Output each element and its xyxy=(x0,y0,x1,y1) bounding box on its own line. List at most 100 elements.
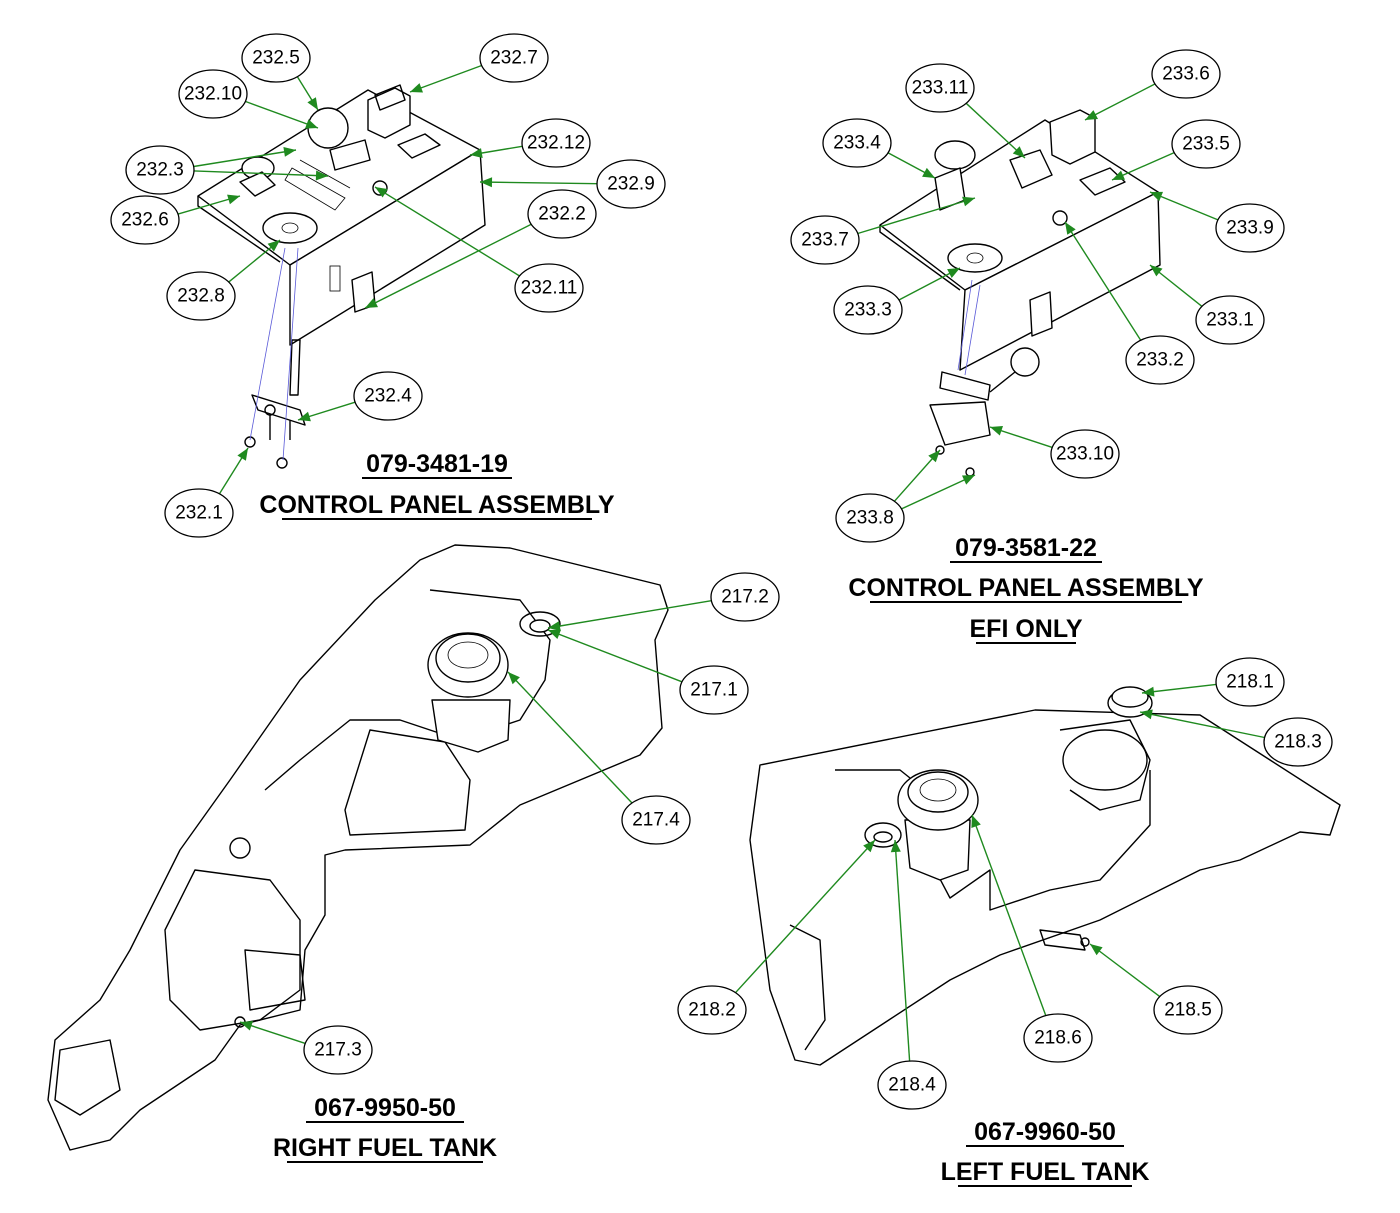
callout-bubble xyxy=(1195,295,1265,345)
callout-bubble xyxy=(241,33,311,83)
callout-label: 233.7 xyxy=(801,230,849,251)
callout-label: 233.6 xyxy=(1162,64,1210,85)
callout-218-5: 218.5 xyxy=(1153,985,1223,1035)
callout-233-5: 233.5 xyxy=(1171,119,1241,169)
callout-bubble xyxy=(905,63,975,113)
callout-bubble xyxy=(833,285,903,335)
callout-218-1: 218.1 xyxy=(1215,657,1285,707)
title-right-tank-name: RIGHT FUEL TANK xyxy=(273,1134,497,1162)
callout-bubble xyxy=(303,1025,373,1075)
callout-bubble xyxy=(1263,717,1333,767)
leader-arrowhead xyxy=(1150,191,1163,202)
left-fuel-tank-drawing xyxy=(749,686,1341,1066)
leader-arrowhead xyxy=(947,268,960,278)
leader-line xyxy=(1064,221,1142,341)
leader-arrowhead xyxy=(470,148,483,158)
callout-label: 233.2 xyxy=(1136,350,1184,371)
callout-label: 233.3 xyxy=(844,300,892,321)
callout-233-8: 233.8 xyxy=(835,493,905,543)
callout-232-8: 232.8 xyxy=(166,271,236,321)
title-left-tank-name: LEFT FUEL TANK xyxy=(941,1158,1150,1186)
leader-line xyxy=(479,181,598,185)
title-left-tank-part-number: 067-9960-50 xyxy=(974,1118,1116,1146)
leader-line xyxy=(1141,683,1217,694)
leader-arrowhead xyxy=(315,170,328,181)
callout-label: 218.6 xyxy=(1034,1028,1082,1049)
leader-arrowhead xyxy=(1065,222,1076,235)
callout-label: 218.3 xyxy=(1274,732,1322,753)
callout-bubble xyxy=(164,488,234,538)
callout-label: 232.4 xyxy=(364,386,412,407)
leader-line xyxy=(965,102,1026,159)
leader-line xyxy=(245,100,319,129)
callout-label: 232.9 xyxy=(607,174,655,195)
callout-232-5: 232.5 xyxy=(241,33,311,83)
leader-line xyxy=(1149,191,1219,221)
callout-label: 233.10 xyxy=(1056,444,1114,465)
callout-label: 232.3 xyxy=(136,160,184,181)
callout-bubble xyxy=(1215,203,1285,253)
title-cp22-part-number: 079-3581-22 xyxy=(955,534,1097,562)
leader-line xyxy=(1089,943,1161,998)
callout-label: 233.9 xyxy=(1226,218,1274,239)
leader-line xyxy=(971,814,1047,1016)
leader-arrowhead xyxy=(548,621,561,631)
callout-bubble xyxy=(1153,985,1223,1035)
title-cp19-name: CONTROL PANEL ASSEMBLY xyxy=(259,491,614,519)
callout-label: 217.4 xyxy=(632,810,680,831)
leader-arrowhead xyxy=(410,83,423,93)
leader-arrowhead xyxy=(298,411,311,422)
callout-label: 233.5 xyxy=(1182,134,1230,155)
leader-arrowhead xyxy=(1112,170,1125,180)
title-right-tank-part-number: 067-9950-50 xyxy=(314,1094,456,1122)
leader-arrowhead xyxy=(922,167,935,178)
callout-bubble xyxy=(1023,1013,1093,1063)
leader-line xyxy=(193,170,329,177)
callout-label: 232.6 xyxy=(121,210,169,231)
leader-arrowhead xyxy=(990,426,1003,436)
leader-arrowhead xyxy=(365,298,378,308)
callout-bubble xyxy=(521,118,591,168)
callout-233-6: 233.6 xyxy=(1151,49,1221,99)
callout-bubble xyxy=(822,118,892,168)
callout-bubble xyxy=(1125,335,1195,385)
leader-arrowhead xyxy=(863,840,875,853)
callout-label: 233.11 xyxy=(912,78,969,99)
callout-bubble xyxy=(178,69,248,119)
callout-232-7: 232.7 xyxy=(479,33,549,83)
leader-arrowhead xyxy=(962,196,975,207)
callout-bubble xyxy=(479,33,549,83)
leader-arrowhead xyxy=(928,450,940,463)
leader-line xyxy=(857,197,976,235)
title-cp22-efi-only: EFI ONLY xyxy=(970,615,1083,643)
title-cp22-name: CONTROL PANEL ASSEMBLY xyxy=(848,574,1203,602)
callout-233-11: 233.11 xyxy=(905,63,975,113)
leader-lines xyxy=(177,64,1265,1062)
callout-217-3: 217.3 xyxy=(303,1025,373,1075)
callout-bubble xyxy=(353,371,423,421)
leader-arrowhead xyxy=(1012,146,1025,158)
leader-arrowhead xyxy=(1090,944,1103,956)
callout-233-3: 233.3 xyxy=(833,285,903,335)
callout-label: 232.11 xyxy=(521,278,578,299)
callout-label: 218.1 xyxy=(1226,672,1274,693)
callout-233-10: 233.10 xyxy=(1050,429,1120,479)
callout-232-12: 232.12 xyxy=(521,118,591,168)
leader-arrowhead xyxy=(237,448,248,461)
title-cp19: 079-3481-19 CONTROL PANEL ASSEMBLY xyxy=(259,450,615,520)
callout-233-2: 233.2 xyxy=(1125,335,1195,385)
callout-232-1: 232.1 xyxy=(164,488,234,538)
callout-bubble xyxy=(710,572,780,622)
leader-line xyxy=(1139,711,1265,739)
leader-arrowhead xyxy=(267,240,280,252)
leader-arrowhead xyxy=(240,1021,253,1031)
callout-bubble xyxy=(677,985,747,1035)
callout-label: 233.4 xyxy=(833,133,881,154)
callout-218-6: 218.6 xyxy=(1023,1013,1093,1063)
leader-line xyxy=(734,839,876,994)
callout-232-9: 232.9 xyxy=(596,159,666,209)
callout-label: 232.1 xyxy=(175,503,223,524)
callout-bubble xyxy=(679,665,749,715)
